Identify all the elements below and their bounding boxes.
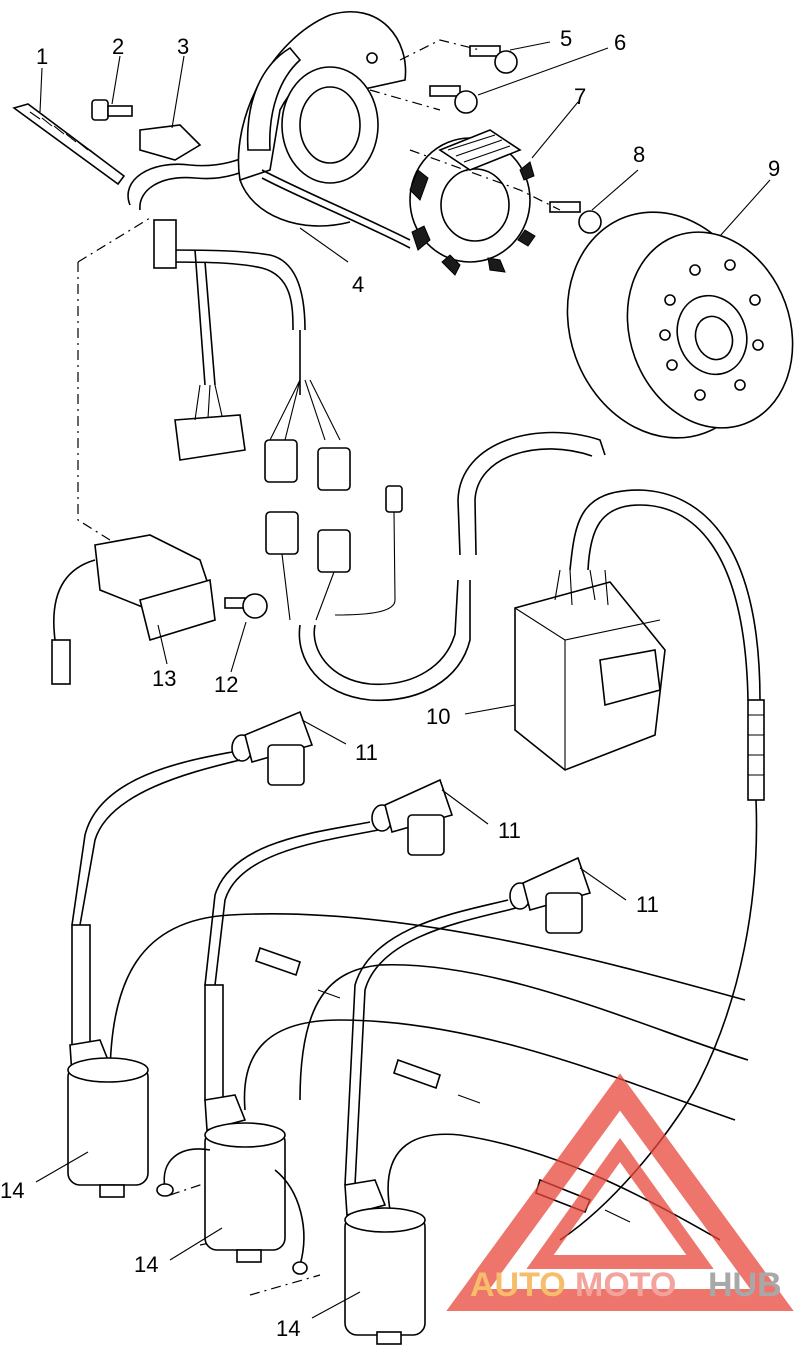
plug-cap-2 xyxy=(204,778,454,986)
callout-9: 9 xyxy=(768,156,780,181)
screw-8 xyxy=(549,201,602,234)
screw-12 xyxy=(224,593,268,619)
flywheel xyxy=(566,211,794,439)
callout-13: 13 xyxy=(152,666,176,691)
callout-11c: 11 xyxy=(636,892,659,917)
plug-cap-1 xyxy=(71,710,314,926)
cdi-box xyxy=(514,489,761,771)
ignition-bracket xyxy=(51,534,216,685)
harness-connector-block xyxy=(174,384,246,461)
screw-2 xyxy=(91,99,133,121)
ignition-coil-1 xyxy=(67,1039,149,1198)
plug-cap-3 xyxy=(344,856,592,1186)
callout-10: 10 xyxy=(426,704,450,729)
watermark-logo: AUTO MOTO HUB xyxy=(446,1073,794,1311)
stator-plate xyxy=(237,11,407,227)
callout-14c: 14 xyxy=(276,1316,300,1341)
ignition-coil-2 xyxy=(156,1094,308,1275)
bullet-connectors xyxy=(264,379,403,621)
callout-8: 8 xyxy=(633,142,645,167)
watermark-text-moto: MOTO xyxy=(575,1266,676,1304)
callout-5: 5 xyxy=(560,26,572,51)
watermark-text-auto: AUTO xyxy=(470,1266,566,1304)
callout-14b: 14 xyxy=(134,1252,158,1277)
callout-11a: 11 xyxy=(355,740,378,765)
callout-6: 6 xyxy=(614,30,626,55)
leader-lines xyxy=(35,41,771,1319)
flywheel-holes xyxy=(659,259,764,401)
callout-12: 12 xyxy=(214,672,238,697)
screw-6 xyxy=(429,85,478,114)
callout-11b: 11 xyxy=(498,818,521,843)
callout-3: 3 xyxy=(177,34,189,59)
lower-harness-loop xyxy=(298,431,606,702)
callout-2: 2 xyxy=(112,34,124,59)
callout-4: 4 xyxy=(352,272,364,297)
stator-wires xyxy=(261,169,411,263)
callout-14a: 14 xyxy=(0,1178,24,1203)
callout-1: 1 xyxy=(36,44,48,69)
screw-5 xyxy=(469,45,518,74)
stator-coil xyxy=(409,129,536,276)
watermark-text-hub: HUB xyxy=(708,1266,782,1304)
callout-labels: 1 2 3 4 5 6 7 8 9 10 11 11 11 12 13 14 1… xyxy=(0,26,780,1341)
watermark-triangle-icon xyxy=(446,1073,794,1311)
cable-tie xyxy=(12,103,126,186)
callout-7: 7 xyxy=(574,84,586,109)
ignition-coil-3 xyxy=(344,1179,426,1345)
main-harness xyxy=(153,219,306,395)
